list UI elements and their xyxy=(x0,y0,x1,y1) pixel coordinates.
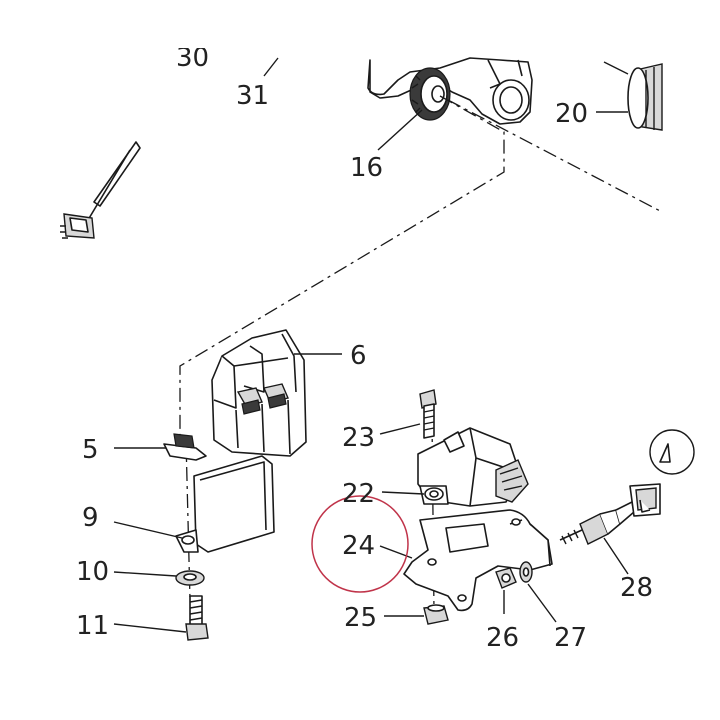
callout-26: 26 xyxy=(486,623,519,653)
callout-31: 31 xyxy=(236,81,269,111)
bolt-23 xyxy=(419,389,437,439)
leader-9 xyxy=(113,521,183,539)
sensor-module-22 xyxy=(417,427,529,507)
reference-circle-partial xyxy=(649,429,695,475)
leader-28 xyxy=(603,537,629,575)
relay-cover-6 xyxy=(211,329,307,457)
clip-5 xyxy=(163,433,207,461)
callout-22: 22 xyxy=(342,479,375,509)
washer-10 xyxy=(175,570,205,586)
callout-10: 10 xyxy=(76,557,109,587)
callout-30: 30 xyxy=(176,43,209,73)
highlight-circle xyxy=(311,495,409,593)
leader-16 xyxy=(377,109,423,151)
leader-23 xyxy=(379,423,421,435)
leader-31 xyxy=(263,57,279,77)
callout-16: 16 xyxy=(350,153,383,183)
upper-bracket-housing xyxy=(367,57,533,125)
bellows-boot-20 xyxy=(603,61,663,131)
washer-27 xyxy=(519,561,533,583)
bolt-11 xyxy=(185,595,209,641)
leader-11 xyxy=(113,623,187,633)
callout-24: 24 xyxy=(342,531,375,561)
leader-27 xyxy=(527,583,557,623)
relay-bracket-9 xyxy=(175,455,275,553)
sensor-28 xyxy=(559,501,635,545)
assembly-line-16-to-6 xyxy=(179,95,505,440)
callout-11: 11 xyxy=(76,611,109,641)
leader-22 xyxy=(381,491,425,495)
assembly-line-16-to-right xyxy=(447,99,663,213)
callout-9: 9 xyxy=(82,503,99,533)
callout-6: 6 xyxy=(350,341,367,371)
callout-27: 27 xyxy=(554,623,587,653)
callout-23: 23 xyxy=(342,423,375,453)
cable-tie-connector xyxy=(60,141,141,239)
callout-5: 5 xyxy=(82,435,99,465)
grommet-16 xyxy=(409,67,451,121)
callout-28: 28 xyxy=(620,573,653,603)
callout-20: 20 xyxy=(555,99,588,129)
connector-right xyxy=(629,483,661,517)
nut-26 xyxy=(495,567,517,589)
leader-10 xyxy=(113,571,177,577)
mounting-plate-24 xyxy=(403,509,553,612)
callout-25: 25 xyxy=(344,603,377,633)
flange-nut-25 xyxy=(423,604,449,625)
